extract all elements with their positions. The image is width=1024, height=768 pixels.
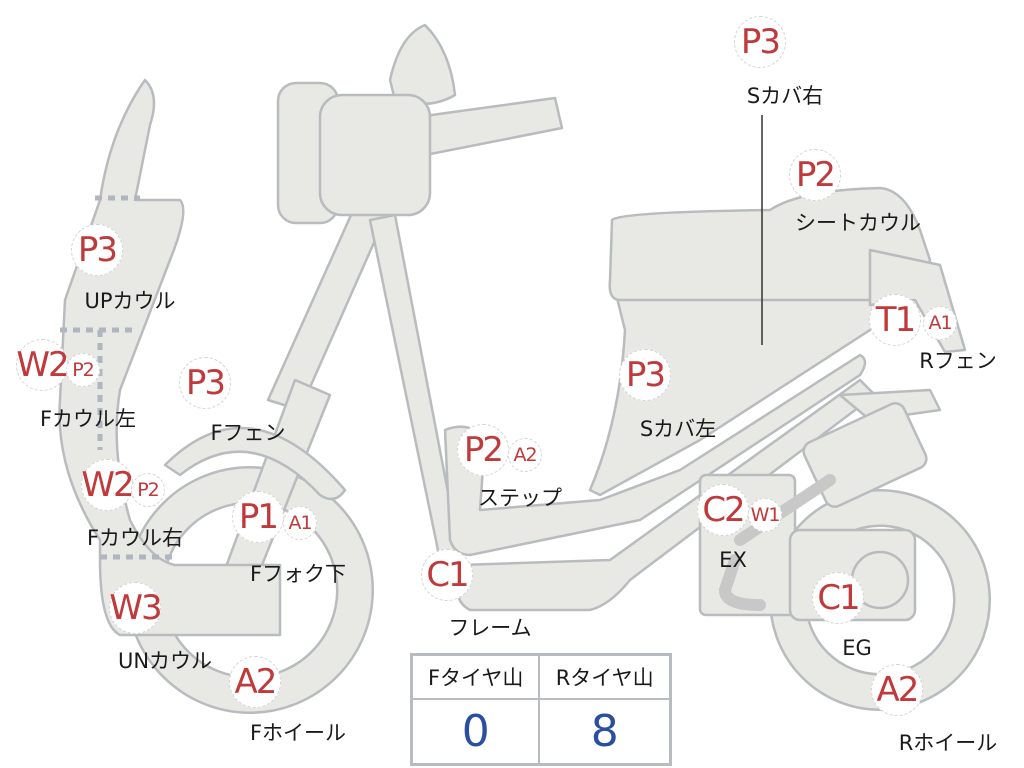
seat-cowl-label: シートカウル — [795, 211, 921, 235]
up-cowl-label: UPカウル — [84, 289, 176, 313]
r-fender-label: Rフェン — [919, 349, 997, 373]
frame-condition-code: C1 — [421, 549, 473, 601]
f-cowl-left-secondary-code: P2 — [66, 353, 100, 387]
s-cover-right-label: Sカバ右 — [746, 84, 824, 108]
front-tire-value: 0 — [410, 698, 541, 766]
s-cover-left-label: Sカバ左 — [639, 417, 717, 441]
un-cowl-label: UNカウル — [117, 649, 213, 673]
r-wheel-condition-code: A2 — [871, 664, 923, 716]
exhaust-label: EX — [719, 548, 747, 572]
front-tire-header: Fタイヤ山 — [410, 653, 541, 700]
f-cowl-left-label: Fカウル左 — [39, 407, 137, 431]
f-wheel-label: Fホイール — [249, 721, 347, 745]
r-wheel-label: Rホイール — [898, 731, 998, 755]
seat-cowl-condition-code: P2 — [789, 149, 841, 201]
step-secondary-code: A2 — [508, 438, 542, 472]
frame-label: フレーム — [448, 616, 532, 640]
f-wheel-condition-code: A2 — [229, 656, 281, 708]
seat-shape — [608, 186, 932, 302]
exhaust-pipe-shape — [718, 474, 836, 611]
f-fender-label: Fフェン — [210, 421, 286, 445]
r-fender-condition-code: T1 — [869, 294, 921, 346]
tire-tread-table: Fタイヤ山 Rタイヤ山 0 8 — [410, 653, 672, 766]
f-cowl-left-condition-code: W2 — [16, 339, 70, 391]
r-fender-secondary-code: A1 — [923, 306, 957, 340]
step-condition-code: P2 — [457, 424, 509, 476]
s-cover-left-condition-code: P3 — [619, 349, 671, 401]
f-cowl-right-label: Fカウル右 — [86, 526, 184, 550]
up-cowl-condition-code: P3 — [71, 224, 123, 276]
step-label: ステップ — [478, 486, 562, 510]
f-fender-condition-code: P3 — [179, 357, 231, 409]
f-cowl-right-condition-code: W2 — [81, 459, 135, 511]
front-fender-shape — [163, 426, 347, 501]
rear-tire-header: Rタイヤ山 — [538, 653, 672, 700]
un-cowl-condition-code: W3 — [109, 582, 163, 634]
f-cowl-right-secondary-code: P2 — [131, 473, 165, 507]
exhaust-secondary-code: W1 — [748, 498, 782, 532]
exhaust-condition-code: C2 — [697, 484, 749, 536]
rear-tire-value: 8 — [538, 698, 672, 766]
engine-label: EG — [842, 636, 872, 660]
f-fork-lower-label: Fフォク下 — [249, 562, 347, 586]
engine-condition-code: C1 — [812, 572, 864, 624]
s-cover-right-condition-code: P3 — [734, 16, 786, 68]
f-fork-lower-secondary-code: A1 — [283, 506, 317, 540]
f-fork-lower-condition-code: P1 — [232, 491, 284, 543]
